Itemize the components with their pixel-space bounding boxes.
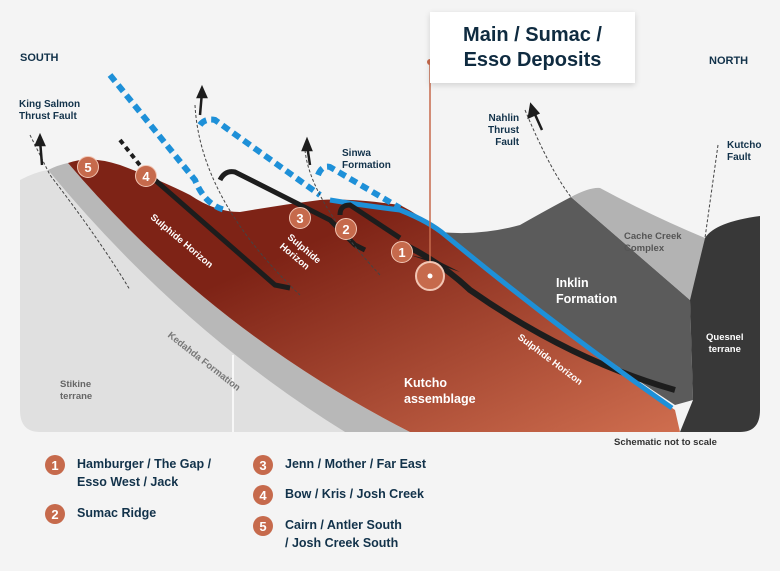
legend-text: Bow / Kris / Josh Creek bbox=[285, 487, 424, 501]
eroded-sulphide-horizon bbox=[234, 170, 291, 202]
label-line: Kutcho bbox=[404, 376, 448, 390]
quesnel-terrane bbox=[680, 216, 760, 432]
sinwa-formation-line bbox=[329, 197, 674, 411]
legend-item-1: 1 Hamburger / The Gap / Esso West / Jack bbox=[45, 455, 211, 491]
title-line-1: Main / Sumac / bbox=[463, 23, 602, 46]
stikine-terrane bbox=[20, 170, 345, 432]
eroded-sinwa-formation bbox=[107, 73, 226, 213]
label-line: Quesnel bbox=[706, 332, 744, 343]
fault-lines bbox=[29, 104, 719, 296]
label-line: Nahlin bbox=[488, 113, 520, 124]
north-label: NORTH bbox=[709, 55, 749, 67]
legend-text-block: Jenn / Mother / Far East bbox=[285, 455, 426, 473]
legend-text-block: Hamburger / The Gap / Esso West / Jack bbox=[77, 455, 211, 491]
folded-sulphide-horizon bbox=[337, 202, 402, 241]
scale-note: Schematic not to scale bbox=[614, 437, 717, 448]
thrust-fault-line bbox=[194, 104, 301, 296]
legend-text: Sumac Ridge bbox=[77, 506, 157, 520]
label-line: Inklin bbox=[556, 276, 589, 290]
eroded-sinwa-formation bbox=[315, 163, 402, 211]
eroded-sinwa-formation bbox=[197, 116, 322, 198]
label-line: Fault bbox=[727, 152, 751, 163]
arrow-icon bbox=[196, 84, 208, 99]
legend-number: 5 bbox=[253, 516, 273, 536]
label-line: Fault bbox=[495, 137, 520, 148]
thrust-fault-line bbox=[304, 149, 381, 276]
legend-number: 2 bbox=[45, 504, 65, 524]
arrow-icon bbox=[301, 136, 313, 152]
label-line: Kutcho bbox=[727, 140, 762, 151]
label-line: Cache Creek bbox=[624, 231, 682, 242]
king-salmon-fault-line bbox=[29, 134, 131, 291]
kutcho-assemblage-label: Kutcho assemblage bbox=[404, 375, 476, 407]
legend-item-5: 5 Cairn / Antler South / Josh Creek South bbox=[253, 516, 402, 552]
kutcho-fault-line bbox=[704, 144, 719, 239]
label-line: terrane bbox=[60, 391, 93, 402]
label-line: assemblage bbox=[404, 392, 476, 406]
legend-text-block: Bow / Kris / Josh Creek bbox=[285, 485, 424, 503]
label-line: Thrust Fault bbox=[19, 111, 77, 122]
legend-text: Cairn / Antler South bbox=[285, 518, 402, 532]
nahlin-fault-line bbox=[524, 109, 572, 198]
fault-arrows bbox=[34, 84, 544, 166]
kedahda-formation bbox=[48, 163, 410, 432]
legend-text-block: Cairn / Antler South / Josh Creek South bbox=[285, 516, 402, 552]
legend-text: Esso West / Jack bbox=[77, 475, 179, 489]
label-line: Stikine bbox=[60, 379, 92, 390]
legend-text: Hamburger / The Gap / bbox=[77, 457, 212, 471]
legend-text-block: Sumac Ridge bbox=[77, 504, 156, 522]
legend-text: / Josh Creek South bbox=[285, 536, 399, 550]
title-box: Main / Sumac / Esso Deposits bbox=[430, 12, 635, 83]
legend-number: 3 bbox=[253, 455, 273, 475]
south-label: SOUTH bbox=[20, 52, 59, 64]
marker-4: 4 bbox=[135, 165, 157, 187]
label-line: King Salmon bbox=[19, 99, 81, 110]
arrow-icon bbox=[34, 132, 46, 147]
arrow-icon bbox=[527, 102, 541, 120]
marker-1: 1 bbox=[391, 241, 413, 263]
title-line-2: Esso Deposits bbox=[463, 48, 602, 71]
marker-2: 2 bbox=[335, 218, 357, 240]
cache-creek-complex bbox=[571, 187, 705, 300]
inklin-formation bbox=[440, 197, 693, 405]
legend-item-4: 4 Bow / Kris / Josh Creek bbox=[253, 485, 424, 505]
folded-sulphide-horizon bbox=[217, 169, 367, 253]
label-line: Sinwa bbox=[342, 148, 371, 159]
label-line: Thrust bbox=[488, 125, 520, 136]
marker-5: 5 bbox=[77, 156, 99, 178]
label-line: Formation bbox=[342, 160, 391, 171]
legend-text: Jenn / Mother / Far East bbox=[285, 457, 427, 471]
label-line: terrane bbox=[708, 344, 741, 355]
marker-3: 3 bbox=[289, 207, 311, 229]
legend-number: 4 bbox=[253, 485, 273, 505]
legend-item-2: 2 Sumac Ridge bbox=[45, 504, 156, 524]
label-line: Complex bbox=[624, 243, 665, 254]
kutcho-assemblage bbox=[68, 159, 680, 432]
legend-number: 1 bbox=[45, 455, 65, 475]
legend-item-3: 3 Jenn / Mother / Far East bbox=[253, 455, 426, 475]
folded-sulphide-horizon bbox=[153, 178, 291, 291]
main-deposit-marker-dot bbox=[427, 273, 433, 279]
label-line: Formation bbox=[556, 292, 618, 306]
